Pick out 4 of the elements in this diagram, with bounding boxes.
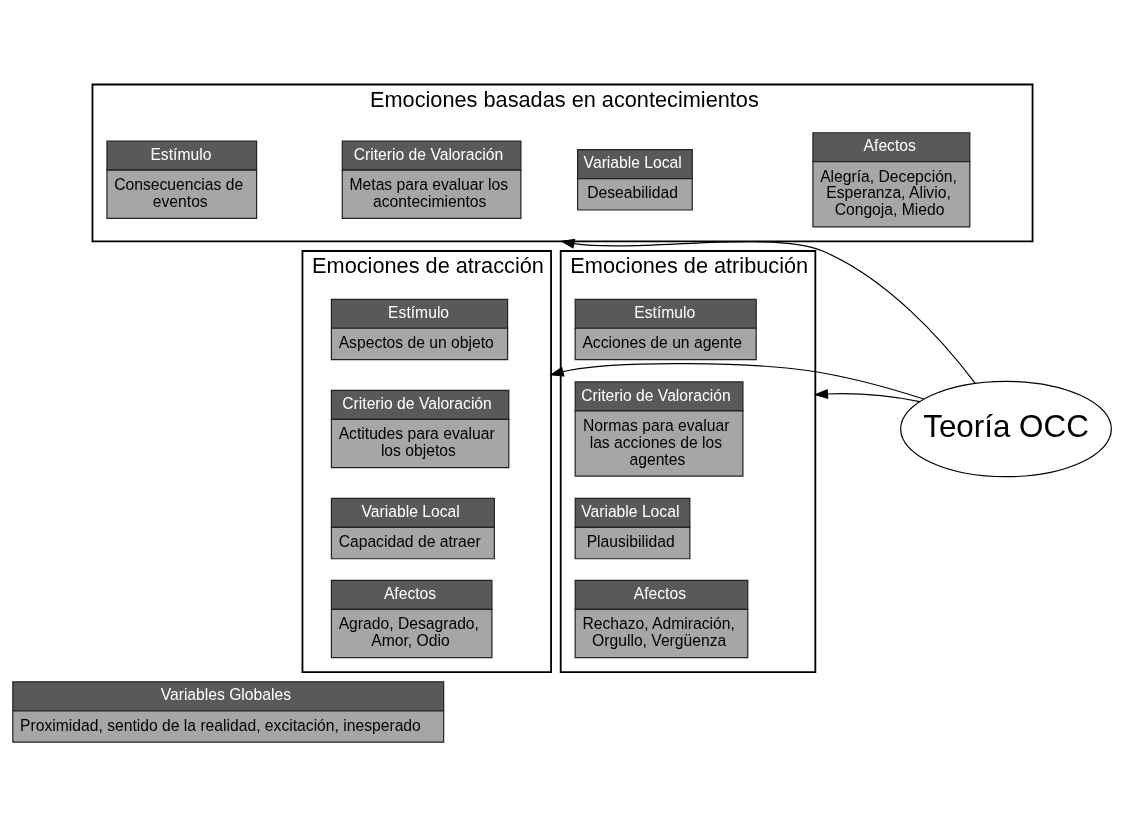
arrow	[813, 388, 921, 403]
node-ellipse: Teoría OCC	[900, 380, 1112, 478]
arrow	[549, 362, 925, 400]
arrow	[560, 238, 976, 384]
